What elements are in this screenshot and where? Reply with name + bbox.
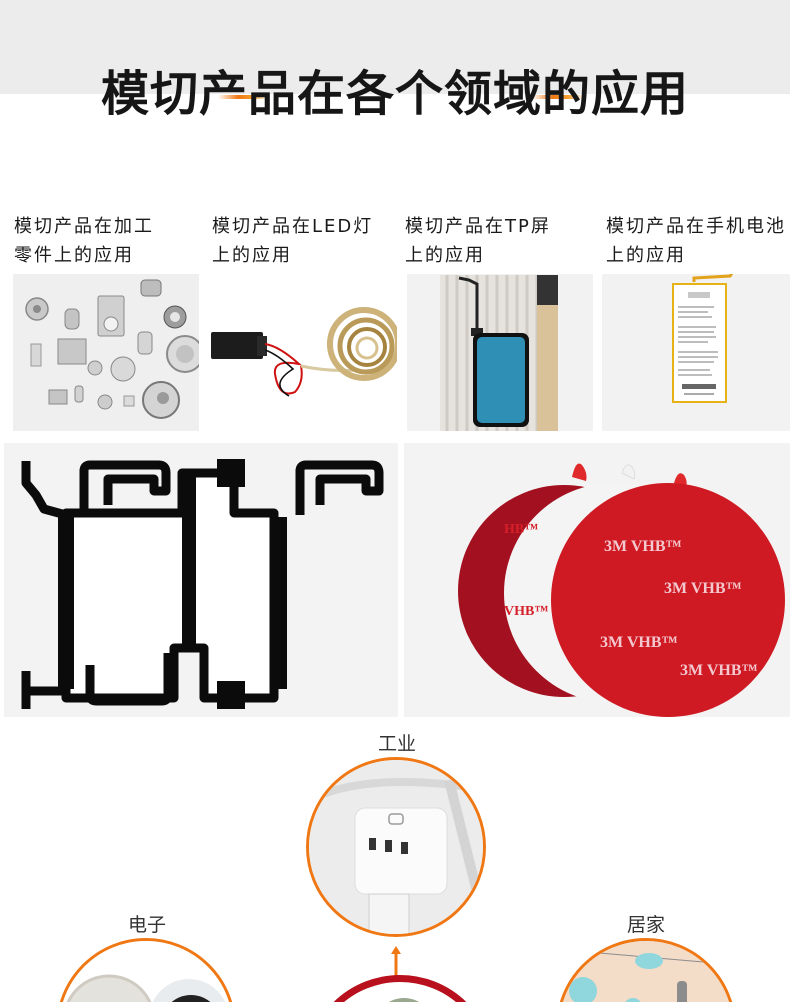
title-accent-left: [218, 95, 268, 99]
page-title: 模切产品在各个领域的应用: [100, 66, 689, 122]
application-card-led: 模切产品在LED灯 上的应用: [209, 212, 402, 431]
sector-label-home: 居家: [626, 914, 665, 936]
svg-text:3M VHB™: 3M VHB™: [600, 634, 677, 651]
aluminum-profile-panel: [4, 443, 398, 717]
center-ring: [305, 975, 495, 1002]
decorative-push-pins-home: [559, 941, 733, 1002]
center-product-image: [374, 998, 434, 1002]
speaker-grille-electronics: [59, 941, 233, 1002]
svg-text:3M VHB™: 3M VHB™: [680, 662, 757, 679]
touch-panel-screen-photo: [407, 274, 593, 431]
adhesive-discs-panel: 3M VHB™ 3M VHB™ 3M VHB™ 3M VHB™ HB™ VHB™: [404, 443, 790, 717]
machined-metal-parts-photo: [13, 274, 199, 431]
application-card-tp-screen: 模切产品在TP屏 上的应用: [405, 212, 595, 431]
title-accent-right: [532, 95, 584, 99]
svg-text:3M VHB™: 3M VHB™: [664, 580, 741, 597]
arrow-up-icon: [391, 946, 401, 976]
application-label: 模切产品在加工 零件上的应用: [14, 216, 154, 266]
svg-text:HB™: HB™: [504, 522, 538, 537]
aluminum-profile-cross-section: [4, 443, 398, 717]
sector-label-industry: 工业: [377, 733, 416, 755]
svg-text:VHB™: VHB™: [504, 604, 548, 619]
sector-circle-industry: [306, 757, 486, 937]
white-power-cube-socket: [309, 760, 483, 934]
header-band: [0, 0, 790, 94]
3m-vhb-adhesive-discs: 3M VHB™ 3M VHB™ 3M VHB™ 3M VHB™ HB™ VHB™: [404, 443, 790, 717]
application-card-phone-battery: 模切产品在手机电池 上的应用: [602, 212, 790, 431]
sector-circle-electronics: [56, 938, 236, 1002]
vhb-mark: 3M VHB™: [604, 538, 681, 555]
sector-label-electronics: 电子: [127, 914, 166, 936]
application-card-machined-parts: 模切产品在加工 零件上的应用: [13, 212, 204, 431]
application-label: 模切产品在LED灯 上的应用: [212, 216, 374, 266]
led-light-strip-photo: [209, 274, 397, 431]
application-label: 模切产品在手机电池 上的应用: [606, 216, 786, 266]
application-label: 模切产品在TP屏 上的应用: [405, 216, 551, 266]
phone-battery-photo: [602, 274, 790, 431]
sector-circle-home: [556, 938, 736, 1002]
